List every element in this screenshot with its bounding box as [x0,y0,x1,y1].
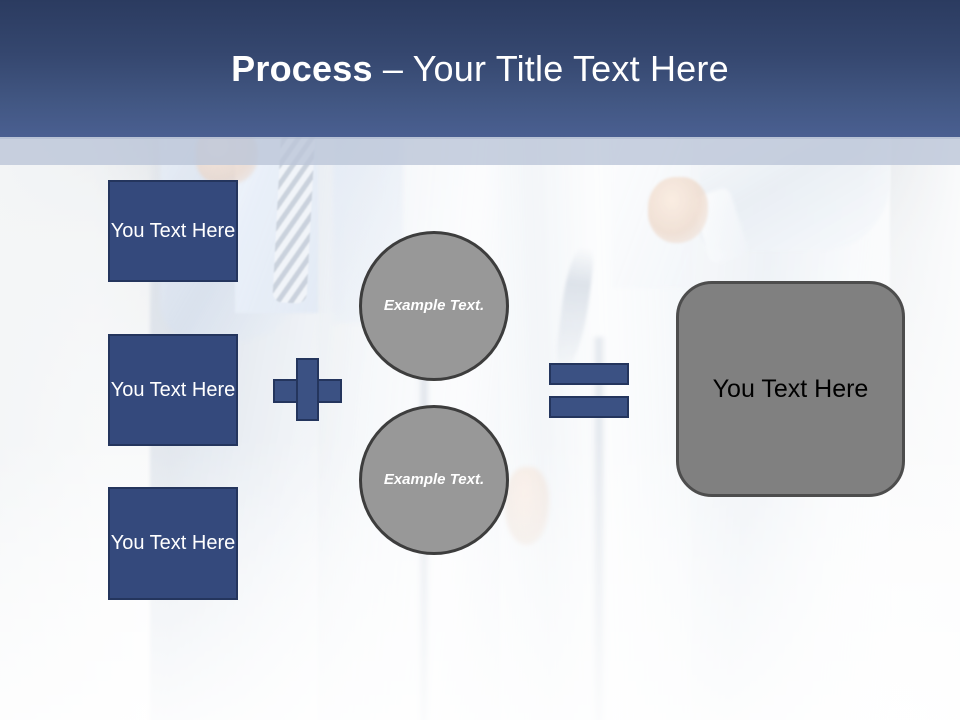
page-title-emphasis: Process [231,47,373,89]
example-circle-2[interactable]: Example Text. [359,405,509,555]
input-box-3[interactable]: You Text Here [108,487,238,600]
example-circle-1[interactable]: Example Text. [359,231,509,381]
input-box-1[interactable]: You Text Here [108,180,238,282]
plus-icon-center [298,381,317,401]
input-box-2-label: You Text Here [110,378,236,401]
input-box-2[interactable]: You Text Here [108,334,238,446]
page-title: Process – Your Title Text Here [231,48,729,90]
equals-icon-bottom-bar [549,396,629,418]
equals-icon-top-bar [549,363,629,385]
result-box-label: You Text Here [712,374,869,403]
title-bar: Process – Your Title Text Here [0,0,960,137]
equals-icon [549,363,629,418]
result-box[interactable]: You Text Here [676,281,905,497]
photo-fist-right [648,177,708,243]
example-circle-2-label: Example Text. [383,471,485,488]
input-box-1-label: You Text Here [110,219,236,242]
example-circle-1-label: Example Text. [383,297,485,314]
page-title-rest: – Your Title Text Here [372,47,729,89]
plus-icon [273,358,342,421]
title-underband [0,137,960,165]
input-box-3-label: You Text Here [110,532,236,554]
